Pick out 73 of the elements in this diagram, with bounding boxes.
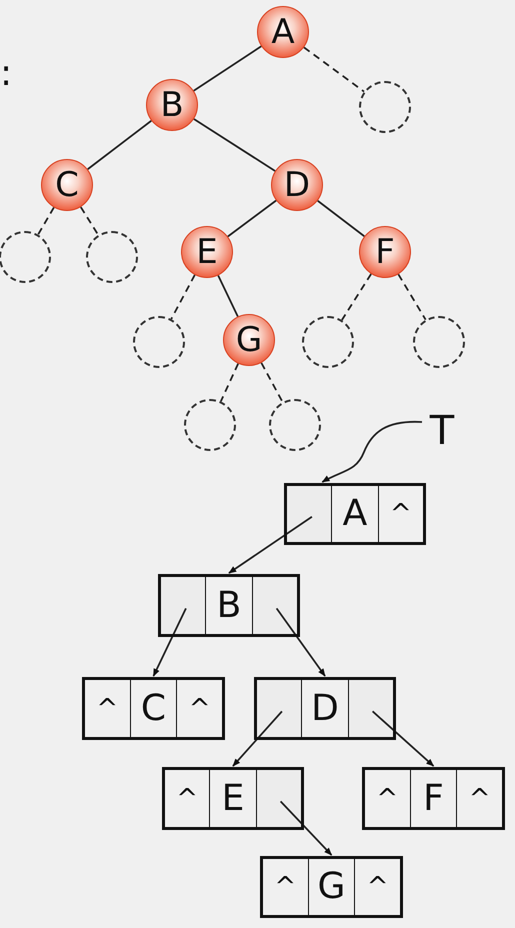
node-label: ^ bbox=[96, 696, 118, 722]
linked-node-record bbox=[162, 767, 304, 830]
pointer-arrow bbox=[152, 608, 187, 677]
node-label: ^ bbox=[274, 874, 296, 900]
node-label: B bbox=[160, 88, 184, 122]
empty-node-circle bbox=[133, 316, 185, 368]
tree-node bbox=[223, 314, 275, 366]
pointer-field bbox=[161, 577, 206, 634]
pointer-field bbox=[257, 680, 302, 737]
empty-node-circle bbox=[86, 231, 138, 283]
node-label: C bbox=[140, 690, 166, 726]
tree-node bbox=[41, 159, 93, 211]
empty-node-circle bbox=[269, 399, 321, 451]
node-label: E bbox=[222, 780, 244, 816]
pointer-field bbox=[287, 486, 332, 542]
node-label: A bbox=[342, 496, 368, 532]
node-label: A bbox=[271, 15, 295, 49]
tree-node bbox=[271, 159, 323, 211]
linked-node-record bbox=[158, 574, 300, 637]
node-label: B bbox=[216, 588, 242, 624]
dashed-edge bbox=[80, 206, 99, 236]
node-label: ^ bbox=[188, 696, 211, 722]
node-label: ^ bbox=[390, 501, 412, 527]
pointer-field bbox=[348, 680, 393, 737]
dashed-edge bbox=[398, 274, 426, 320]
dashed-edge bbox=[37, 207, 55, 235]
node-label: ^ bbox=[366, 874, 389, 900]
node-label: ^ bbox=[176, 786, 198, 812]
pointer-arrow bbox=[276, 608, 326, 677]
node-label: C bbox=[55, 168, 79, 202]
pointer-arrow bbox=[280, 800, 332, 856]
tree-node bbox=[359, 226, 411, 278]
tree-edge bbox=[87, 120, 152, 170]
dashed-edge bbox=[341, 273, 372, 321]
pointer-label: T bbox=[430, 411, 454, 451]
dashed-edge bbox=[303, 46, 365, 92]
empty-node-circle bbox=[359, 81, 411, 133]
node-label: ^ bbox=[376, 786, 398, 812]
linked-node-record bbox=[362, 767, 505, 830]
node-label: D bbox=[284, 168, 310, 202]
pointer-arrow bbox=[228, 516, 312, 574]
empty-node-circle bbox=[0, 231, 51, 283]
empty-node-circle bbox=[184, 399, 236, 451]
linked-node-record bbox=[254, 677, 396, 740]
dashed-edge bbox=[170, 274, 196, 320]
tree-edge bbox=[193, 118, 276, 172]
linked-node-record bbox=[82, 677, 225, 740]
node-label: G bbox=[236, 323, 262, 357]
curved-arrow bbox=[322, 420, 422, 483]
node-label: F bbox=[423, 780, 444, 816]
pointer-arrow bbox=[232, 710, 283, 767]
pointer-field bbox=[256, 770, 301, 827]
linked-node-record bbox=[284, 483, 426, 545]
text-label: : bbox=[0, 56, 12, 92]
tree-edge bbox=[317, 200, 365, 237]
tree-edge bbox=[217, 275, 239, 317]
tree-edge bbox=[193, 46, 262, 92]
node-label: G bbox=[318, 869, 346, 905]
empty-node-circle bbox=[302, 316, 354, 368]
tree-edge bbox=[227, 200, 277, 238]
node-label: D bbox=[311, 690, 339, 726]
dashed-edge bbox=[260, 362, 284, 403]
tree-node bbox=[257, 6, 309, 58]
node-label: E bbox=[196, 235, 218, 269]
empty-node-circle bbox=[413, 316, 465, 368]
dashed-edge bbox=[220, 363, 239, 402]
tree-node bbox=[181, 226, 233, 278]
node-label: ^ bbox=[468, 786, 491, 812]
node-label: F bbox=[375, 235, 395, 269]
pointer-field bbox=[252, 577, 297, 634]
linked-node-record bbox=[260, 856, 403, 918]
tree-node bbox=[146, 79, 198, 131]
pointer-arrow bbox=[372, 710, 434, 767]
